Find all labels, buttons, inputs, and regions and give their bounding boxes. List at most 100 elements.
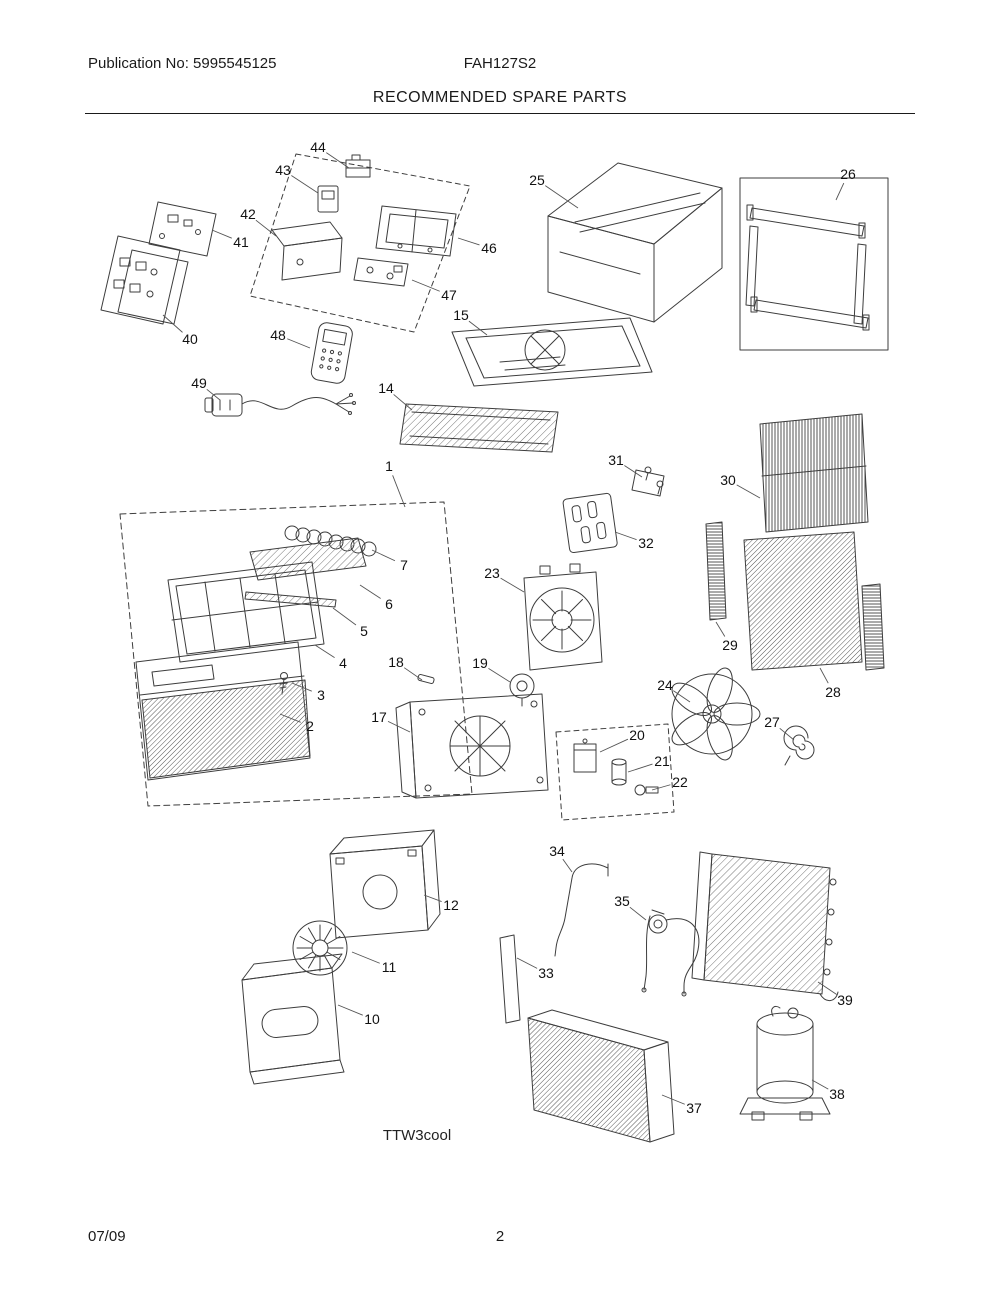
part-44-switch xyxy=(345,154,371,178)
part-label-49: 49 xyxy=(191,375,207,391)
leader-line-21 xyxy=(627,763,653,773)
part-label-5: 5 xyxy=(360,623,368,639)
part-label-47: 47 xyxy=(441,287,457,303)
part-32-bracket-plate xyxy=(562,492,618,554)
leader-line-12 xyxy=(423,894,442,902)
leader-line-28 xyxy=(819,667,829,684)
part-label-14: 14 xyxy=(378,380,394,396)
part-40-control-panel xyxy=(100,235,189,325)
part-label-38: 38 xyxy=(829,1086,845,1102)
part-6-crossflow-blower xyxy=(249,537,367,581)
leader-line-3 xyxy=(291,682,312,692)
part-label-22: 22 xyxy=(672,774,688,790)
part-label-3: 3 xyxy=(317,687,325,703)
leader-line-20 xyxy=(599,738,629,753)
part-label-12: 12 xyxy=(443,897,459,913)
part-24-fan-blade xyxy=(671,667,761,761)
leader-line-40 xyxy=(162,314,183,333)
page-title: RECOMMENDED SPARE PARTS xyxy=(372,89,628,106)
part-label-27: 27 xyxy=(764,714,780,730)
part-label-29: 29 xyxy=(722,637,738,653)
part-label-19: 19 xyxy=(472,655,488,671)
part-label-11: 11 xyxy=(382,959,397,975)
part-label-39: 39 xyxy=(837,992,853,1008)
part-11-blower-wheel xyxy=(292,920,348,976)
capacitor-group-outline xyxy=(555,723,675,821)
part-label-17: 17 xyxy=(371,709,387,725)
part-47-terminal-board xyxy=(353,257,409,287)
model-number: FAH127S2 xyxy=(463,55,537,72)
part-label-20: 20 xyxy=(629,727,645,743)
leader-line-6 xyxy=(359,584,381,599)
title-divider xyxy=(85,113,915,114)
leader-line-42 xyxy=(255,219,277,237)
leader-line-29 xyxy=(715,621,726,637)
part-26-window-mounting-kit xyxy=(739,177,889,351)
diagram-art xyxy=(100,153,889,1143)
part-label-10: 10 xyxy=(364,1011,380,1027)
part-14-drain-tray xyxy=(399,403,559,453)
leader-line-25 xyxy=(545,185,579,209)
part-49-power-cord xyxy=(204,393,356,417)
part-17-motor-support-bracket xyxy=(395,693,549,799)
part-48-remote-control xyxy=(310,322,353,384)
part-12-blower-housing-box xyxy=(329,829,441,939)
leader-line-31 xyxy=(624,465,643,478)
leader-line-1 xyxy=(392,475,406,508)
part-21-capacitor-round xyxy=(611,758,627,786)
part-label-25: 25 xyxy=(529,172,545,188)
part-25-cabinet-cover xyxy=(547,162,723,323)
leader-line-47 xyxy=(411,279,440,292)
leader-line-46 xyxy=(457,237,480,246)
footer-date: 07/09 xyxy=(88,1228,126,1245)
part-label-26: 26 xyxy=(840,166,856,182)
part-30-grille xyxy=(759,413,869,533)
part-label-37: 37 xyxy=(686,1100,702,1116)
watermark-text: TTW3cool xyxy=(383,1127,451,1144)
electronics-group-outline xyxy=(249,153,471,333)
leader-line-22 xyxy=(651,784,671,791)
part-label-34: 34 xyxy=(549,843,565,859)
leader-line-15 xyxy=(468,320,488,336)
leader-line-17 xyxy=(387,720,411,733)
leader-line-18 xyxy=(403,667,423,681)
leader-line-33 xyxy=(516,957,538,969)
part-41-display-board xyxy=(148,201,217,257)
leader-line-49 xyxy=(206,388,221,401)
part-43-sensor-holder xyxy=(317,185,339,213)
part-label-41: 41 xyxy=(233,234,249,250)
part-38-compressor xyxy=(739,1005,831,1121)
part-34-tube xyxy=(554,863,609,957)
leader-line-23 xyxy=(500,577,525,593)
part-label-40: 40 xyxy=(182,331,198,347)
part-39-condenser-coil xyxy=(691,851,839,1001)
part-label-1: 1 xyxy=(385,458,393,474)
leader-line-4 xyxy=(314,644,335,658)
part-label-31: 31 xyxy=(608,452,624,468)
part-label-15: 15 xyxy=(453,307,469,323)
part-label-21: 21 xyxy=(654,753,670,769)
part-label-28: 28 xyxy=(825,684,841,700)
leader-line-35 xyxy=(629,906,647,921)
publication-number: Publication No: 5995545125 xyxy=(88,55,277,72)
part-33-side-strip xyxy=(499,934,521,1024)
part-label-4: 4 xyxy=(339,655,347,671)
part-label-44: 44 xyxy=(310,139,326,155)
part-label-23: 23 xyxy=(484,565,500,581)
leader-line-43 xyxy=(291,175,319,194)
front-assembly-outline xyxy=(119,501,473,807)
part-label-24: 24 xyxy=(657,677,673,693)
leader-line-19 xyxy=(488,667,511,683)
part-label-48: 48 xyxy=(270,327,286,343)
part-22-clamp xyxy=(634,784,659,796)
leader-line-26 xyxy=(835,182,845,201)
leader-line-10 xyxy=(337,1004,363,1016)
part-27-coil-spring xyxy=(783,725,815,766)
part-label-6: 6 xyxy=(385,596,393,612)
leader-line-5 xyxy=(332,607,357,626)
part-label-2: 2 xyxy=(306,718,314,734)
footer-page-number: 2 xyxy=(495,1228,505,1245)
leader-line-48 xyxy=(287,338,311,349)
